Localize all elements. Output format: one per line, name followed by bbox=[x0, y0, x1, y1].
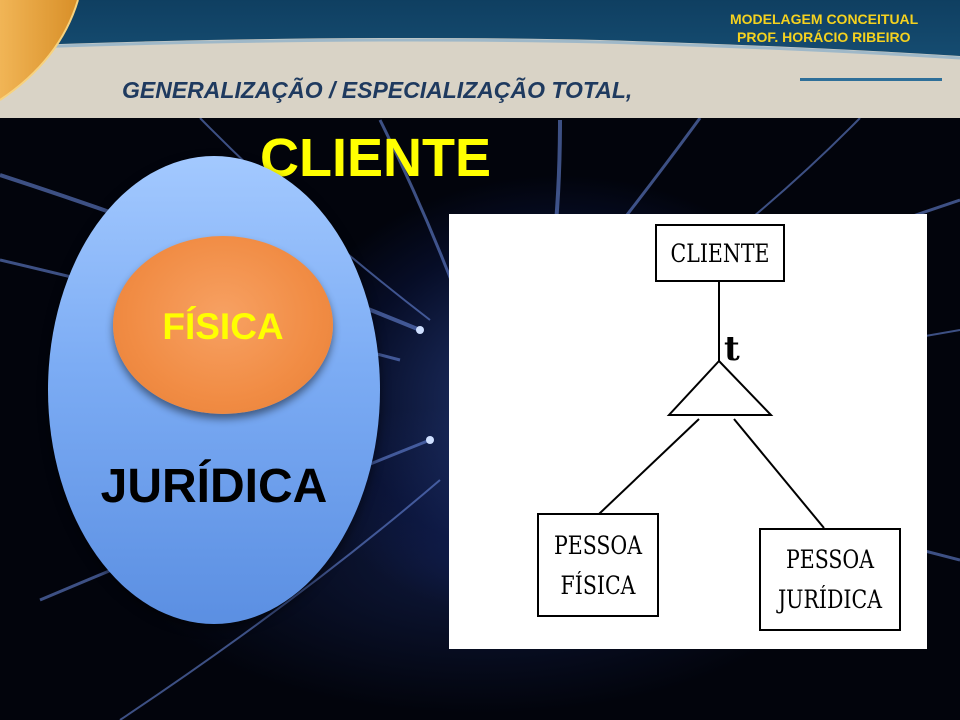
er-diagram-connectors bbox=[598, 282, 825, 529]
entity-box-cliente: CLIENTE bbox=[655, 224, 785, 282]
entity-box-pessoa-fisica: PESSOA FÍSICA bbox=[537, 513, 659, 617]
main-title: CLIENTE bbox=[260, 128, 492, 188]
venn-outer-label: JURÍDICA bbox=[100, 460, 328, 513]
course-name: MODELAGEM CONCEITUAL bbox=[730, 11, 919, 27]
entity-label-pessoa-fisica-line2: FÍSICA bbox=[560, 571, 636, 600]
header-band bbox=[0, 0, 960, 118]
professor-name: PROF. HORÁCIO RIBEIRO bbox=[737, 29, 911, 45]
entity-label-pessoa-juridica-line2: JURÍDICA bbox=[777, 585, 883, 614]
total-constraint-label: t bbox=[724, 329, 740, 369]
venn-inner-ellipse bbox=[113, 236, 333, 414]
venn-inner-label: FÍSICA bbox=[162, 306, 284, 347]
header-divider bbox=[800, 78, 942, 81]
entity-label-pessoa-juridica-line1: PESSOA bbox=[785, 545, 875, 574]
er-diagram-panel: CLIENTE t PESSOA FÍSICA PESSOA JURÍDICA bbox=[449, 214, 927, 649]
header-title: GENERALIZAÇÃO / ESPECIALIZAÇÃO TOTAL, bbox=[122, 77, 633, 103]
entity-label-pessoa-fisica-line1: PESSOA bbox=[553, 531, 643, 560]
entity-box-pessoa-juridica: PESSOA JURÍDICA bbox=[759, 528, 901, 631]
entity-label-cliente: CLIENTE bbox=[670, 239, 770, 268]
